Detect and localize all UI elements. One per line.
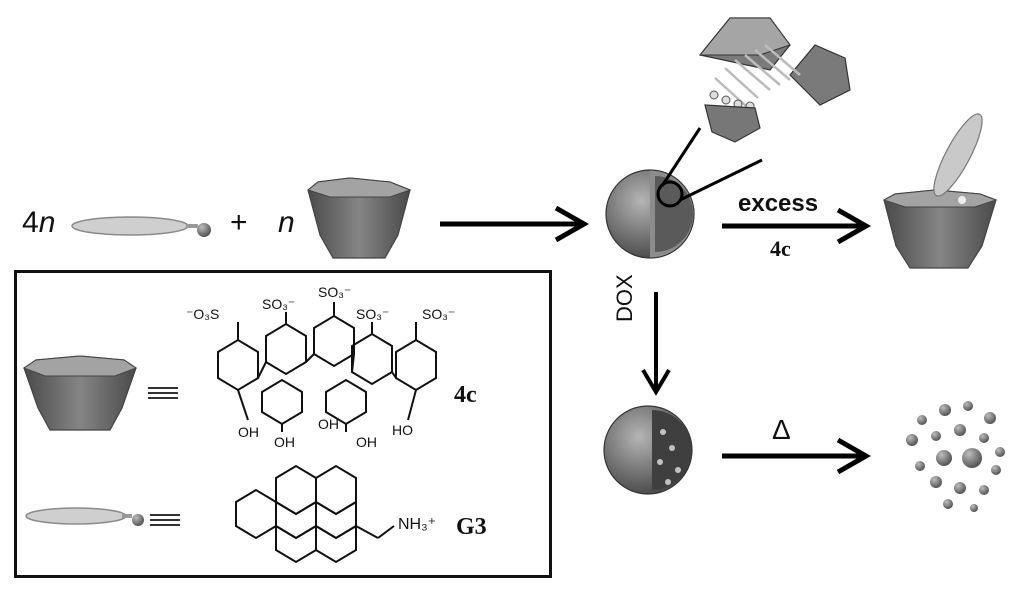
zoom-circle bbox=[656, 180, 684, 208]
oh-label-3: OH bbox=[318, 416, 339, 432]
calixarene-structure bbox=[217, 302, 437, 432]
host-guest-complex-icon bbox=[882, 113, 998, 269]
legend-box bbox=[14, 270, 552, 578]
host-label-4c: 4c bbox=[454, 382, 477, 408]
so3-label-3: SO₃⁻ bbox=[318, 284, 352, 300]
arrow-to-vesicle bbox=[440, 205, 590, 243]
arrow-dox bbox=[641, 292, 671, 396]
vesicle-icon bbox=[605, 169, 695, 259]
so3-label-4: SO₃⁻ bbox=[356, 306, 390, 322]
so3-label-1: ⁻O₃S bbox=[186, 306, 220, 322]
equiv-symbol-cup bbox=[148, 387, 178, 399]
guest-label-g3: G3 bbox=[456, 514, 487, 540]
excess-label: excess bbox=[738, 190, 819, 217]
legend-cup-icon bbox=[22, 355, 138, 431]
excess-reagent-label: 4c bbox=[770, 236, 791, 261]
oh-label-2: OH bbox=[274, 434, 295, 450]
arrow-excess bbox=[722, 207, 872, 245]
oh-label-5: HO bbox=[392, 422, 413, 438]
loaded-vesicle-icon bbox=[603, 405, 693, 495]
pyrene-structure bbox=[235, 464, 395, 564]
amine-label: NH₃⁺ bbox=[398, 516, 437, 533]
bilayer-zoom-icon bbox=[698, 17, 851, 143]
guest-coefficient: 4n bbox=[22, 206, 55, 240]
zoom-lines bbox=[660, 127, 763, 202]
legend-disc-icon bbox=[25, 507, 144, 526]
oh-label-4: OH bbox=[356, 434, 377, 450]
equiv-symbol-disc bbox=[150, 514, 180, 526]
so3-label-2: SO₃⁻ bbox=[262, 296, 296, 312]
released-drug-particles-icon bbox=[906, 401, 1005, 512]
so3-label-5: SO₃⁻ bbox=[422, 306, 456, 322]
host-coefficient: n bbox=[278, 206, 295, 239]
host-cup-icon bbox=[306, 177, 412, 259]
heat-symbol: Δ bbox=[772, 414, 791, 445]
plus-sign: + bbox=[230, 206, 248, 239]
dox-label: DOX bbox=[612, 274, 637, 322]
coef-var: n bbox=[38, 206, 56, 239]
coef-number: 4 bbox=[22, 206, 39, 239]
arrow-heat bbox=[722, 437, 872, 475]
guest-disc-icon bbox=[71, 216, 211, 237]
oh-label-1: OH bbox=[238, 424, 259, 440]
